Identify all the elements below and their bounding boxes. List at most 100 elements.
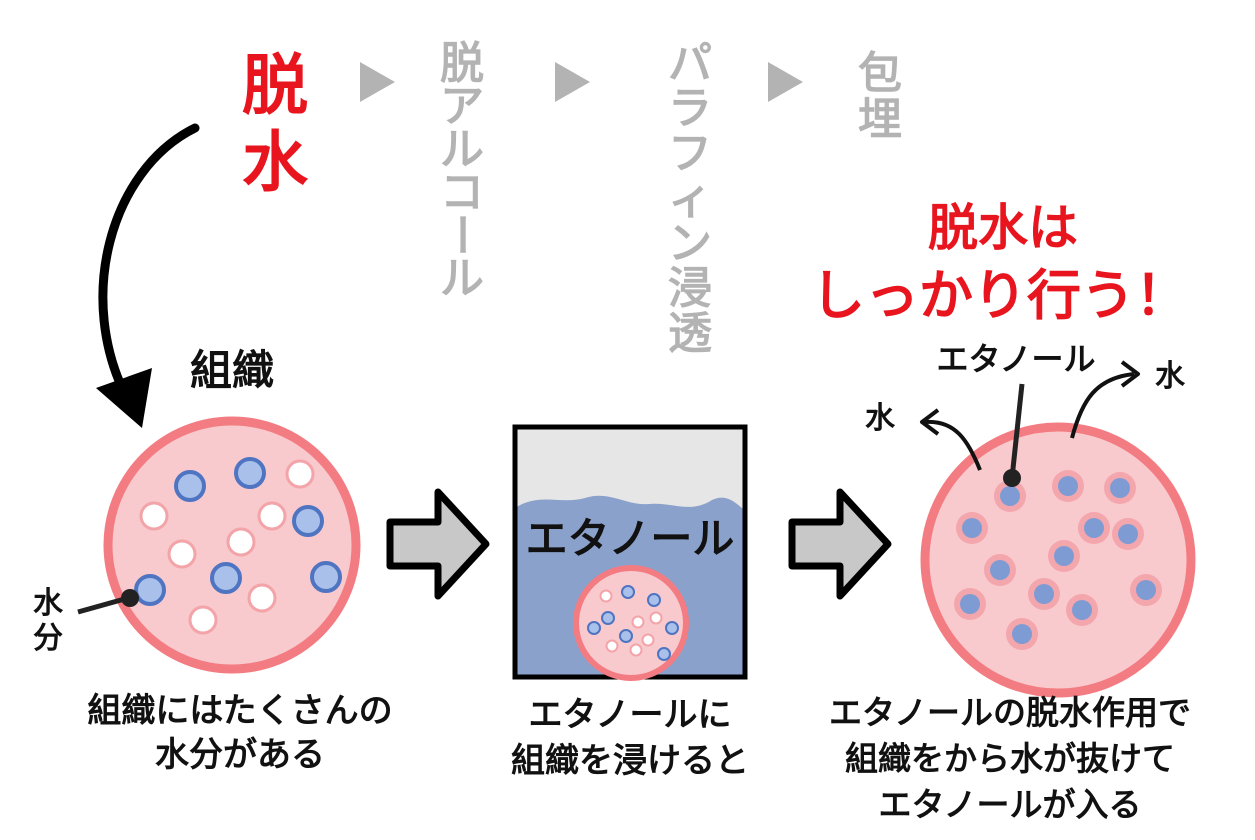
- water-molecule: [134, 574, 166, 606]
- tissue-molecule: [226, 527, 256, 557]
- water-molecule: [619, 629, 633, 643]
- ethanol-molecule: [1118, 524, 1138, 544]
- tissue-molecule: [605, 639, 619, 653]
- dehydration-caption-line3: エタノールが入る: [878, 785, 1141, 824]
- step-label-char: 包: [858, 48, 902, 99]
- step-label-char: 浸: [668, 263, 712, 314]
- step-label-char: パ: [668, 38, 712, 89]
- tissue-molecule: [629, 643, 643, 657]
- tissue-molecule: [167, 539, 197, 569]
- tissue-molecule: [257, 501, 287, 531]
- water-molecule: [210, 562, 242, 594]
- ethanol-molecule: [1136, 580, 1156, 600]
- step-label-char: 脱: [440, 38, 484, 89]
- step-label-char: 透: [668, 308, 713, 359]
- ethanol-caption-line2: 組織を浸けると: [511, 741, 749, 781]
- tissue-molecule: [649, 611, 663, 625]
- tissue-molecule: [139, 501, 169, 531]
- ethanol-pointer-dot: [1003, 469, 1021, 487]
- water-molecule: [657, 647, 671, 661]
- tissue-caption-line2: 水分がある: [155, 735, 325, 775]
- water-exit-arrowhead-left-icon: [920, 408, 940, 436]
- block-arrow-icon: [386, 488, 490, 600]
- water-label-2: 分: [33, 621, 63, 656]
- water-molecule: [665, 621, 679, 635]
- panel-dehydrated-tissue: 脱水は しっかり行う！ エタノール: [811, 199, 1196, 824]
- water-exit-arrow-left: [924, 419, 982, 471]
- ethanol-pointer-line: [1009, 383, 1025, 479]
- ethanol-pointer-label: エタノール: [936, 340, 1095, 378]
- ethanol-molecule: [1084, 518, 1104, 538]
- step-label-char: ア: [440, 81, 484, 132]
- water-molecule: [587, 621, 601, 635]
- step-label-char: フ: [668, 128, 712, 179]
- water-molecule: [234, 457, 266, 489]
- tissue-caption-line1: 組織にはたくさんの: [87, 691, 392, 731]
- step-label-char: ン: [668, 218, 712, 269]
- tissue-molecule: [641, 633, 655, 647]
- ethanol-molecule: [1072, 600, 1092, 620]
- curved-arrow-icon: [98, 123, 200, 405]
- tissue-title: 組織: [190, 346, 274, 395]
- water-molecule: [601, 611, 615, 625]
- tissue-molecule: [599, 589, 613, 603]
- step-label-char: ー: [436, 213, 487, 257]
- headline-line2: しっかり行う！: [811, 264, 1189, 327]
- water-molecule: [292, 505, 324, 537]
- water-label-1: 水: [33, 586, 64, 621]
- ethanol-molecule: [960, 594, 980, 614]
- small-water-molecules: [587, 585, 679, 661]
- small-tissue-molecules: [599, 589, 663, 657]
- ethanol-molecule: [1034, 584, 1054, 604]
- water-pointer-line: [77, 595, 129, 615]
- tissue-molecule: [188, 605, 218, 635]
- water-exit-arrowhead-right-icon: [1120, 360, 1140, 388]
- step-label-char: 埋: [858, 94, 902, 145]
- water-exit-arrow-right: [1070, 372, 1135, 439]
- water-label-right: 水: [1155, 359, 1186, 394]
- headline-line1: 脱水は: [928, 199, 1078, 257]
- ethanol-molecule: [1058, 476, 1078, 496]
- water-molecules: [134, 457, 342, 606]
- curved-arrowhead-icon: [96, 368, 152, 428]
- tissue-molecule: [285, 459, 315, 489]
- panel-ethanol-bath: エタノール エタノールに 組織を浸けると: [511, 424, 749, 781]
- ethanol-molecule: [1054, 546, 1074, 566]
- ethanol-molecule: [962, 518, 982, 538]
- water-pointer-dot: [121, 589, 139, 607]
- ethanol-molecule: [1012, 624, 1032, 644]
- step-label-dehydration-2: 水: [242, 124, 309, 201]
- step-label-dehydration-1: 脱: [242, 47, 308, 124]
- water-molecule: [621, 585, 635, 599]
- ethanol-label: エタノール: [526, 514, 735, 563]
- water-molecule: [647, 593, 661, 607]
- dehydration-caption-line2: 組織をから水が抜けて: [845, 739, 1175, 778]
- panel-tissue: 組織 水 分 組織にはたくさんの 水分がある: [33, 346, 393, 775]
- ethanol-caption-line1: エタノールに: [529, 695, 732, 735]
- step-arrow-icon: [360, 62, 395, 102]
- block-arrow-icon: [788, 488, 892, 600]
- tissue-molecule: [631, 615, 645, 629]
- ethanol-molecules: [954, 470, 1162, 650]
- tissue-molecules: [139, 459, 315, 635]
- tissue-molecule: [247, 583, 277, 613]
- water-molecule: [310, 561, 342, 593]
- step-label-char: コ: [440, 167, 484, 218]
- step-label-embedding: 包埋: [858, 48, 902, 145]
- water-molecule: [174, 470, 206, 502]
- step-arrow-icon: [768, 62, 803, 102]
- step-label-char: ィ: [668, 173, 712, 224]
- dehydration-caption-line1: エタノールの脱水作用で: [829, 693, 1191, 732]
- step-arrow-icon: [555, 62, 590, 102]
- water-label-left: 水: [865, 401, 896, 436]
- step-label-char: ル: [440, 253, 484, 304]
- ethanol-molecule: [990, 560, 1010, 580]
- step-label-char: ラ: [668, 83, 712, 134]
- ethanol-molecule: [1110, 478, 1130, 498]
- ethanol-molecule: [1000, 486, 1020, 506]
- step-label-char: ル: [440, 124, 484, 175]
